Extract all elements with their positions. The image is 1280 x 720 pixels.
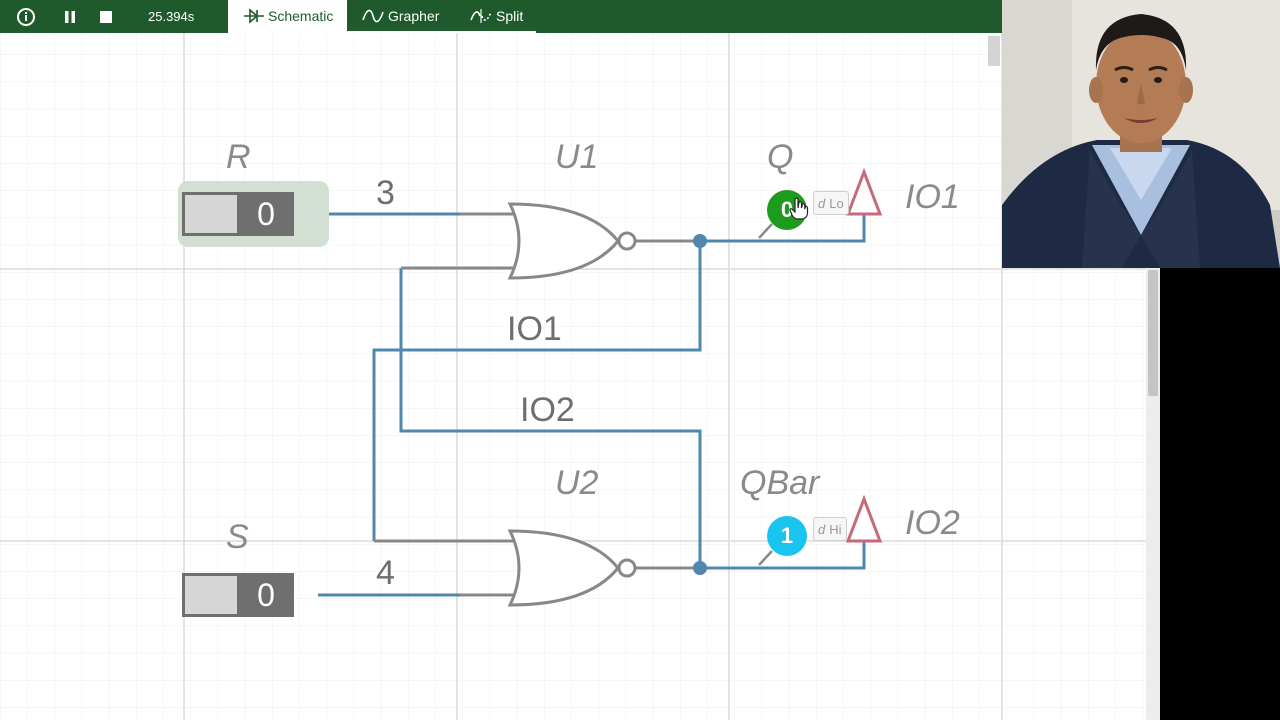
gate-leads: [374, 212, 700, 597]
info-icon: [17, 7, 35, 26]
toolbar: 25.394s Schematic Grapher Split: [0, 0, 1002, 33]
switch-knob[interactable]: [185, 195, 237, 233]
info-button[interactable]: [10, 0, 42, 33]
output-io1-icon[interactable]: [845, 167, 883, 216]
wire-io1-feedback: [372, 241, 702, 541]
tab-label: Split: [496, 7, 524, 24]
switch-knob[interactable]: [185, 576, 237, 614]
switch-r-value: 0: [257, 196, 275, 232]
nor-gate-u1[interactable]: [507, 202, 637, 280]
switch-s[interactable]: 0: [182, 573, 294, 617]
probe-q-tag-icon: d: [818, 195, 826, 211]
black-margin: [1160, 268, 1280, 720]
diode-icon: [244, 7, 264, 24]
schematic-canvas[interactable]: [0, 33, 1160, 720]
sim-timer: 25.394s: [148, 9, 195, 24]
net-label-r: 3: [376, 174, 395, 212]
switch-r-label: R: [226, 138, 251, 176]
wire-q-output: [700, 215, 866, 243]
junction-dot-qbar: [693, 561, 707, 575]
gate-u2-label: U2: [555, 464, 599, 502]
net-label-s: 4: [376, 554, 395, 592]
wire-label-io1: IO1: [507, 310, 562, 348]
scrollbar-top-nub[interactable]: [988, 36, 1000, 66]
switch-r[interactable]: 0: [182, 192, 294, 236]
output-io1-label: IO1: [905, 178, 960, 216]
probe-q-label: Q: [767, 138, 794, 176]
tab-underline: [228, 31, 536, 33]
probe-qbar-tag-text: Hi: [829, 521, 842, 537]
probe-q-tag-text: Lo: [829, 195, 844, 211]
nor-gate-u2[interactable]: [507, 529, 637, 607]
split-wave-icon: [470, 8, 492, 23]
gate-u1-label: U1: [555, 138, 599, 176]
probe-qbar-tag-icon: d: [818, 521, 826, 537]
pause-icon: [65, 10, 75, 23]
tab-grapher[interactable]: Grapher: [362, 0, 462, 31]
probe-q-state-tag: d Lo: [813, 191, 849, 215]
wires: [318, 212, 866, 597]
pause-button[interactable]: [56, 0, 84, 33]
presenter-video: [1002, 0, 1280, 268]
probe-stem-q: [758, 223, 773, 239]
probe-qbar-value: 1: [780, 523, 794, 548]
sine-wave-icon: [362, 9, 384, 22]
stop-button[interactable]: [92, 0, 120, 33]
probe-q-value: 0: [780, 197, 794, 222]
wire-label-io2: IO2: [520, 391, 575, 429]
webcam-overlay: [1002, 0, 1280, 268]
tab-label: Schematic: [268, 7, 334, 24]
output-io2-icon[interactable]: [845, 494, 883, 543]
junction-dot-q: [693, 234, 707, 248]
output-io2-label: IO2: [905, 504, 960, 542]
hand-cursor-icon: [789, 197, 809, 220]
probe-stem-qbar: [758, 550, 773, 566]
switch-s-label: S: [226, 518, 249, 556]
probe-qbar[interactable]: 1: [767, 516, 807, 556]
tab-schematic[interactable]: Schematic: [228, 0, 347, 31]
stop-icon: [100, 10, 112, 23]
probe-qbar-label: QBar: [740, 464, 820, 502]
probe-qbar-state-tag: d Hi: [813, 517, 847, 541]
switch-s-value: 0: [257, 577, 275, 613]
tab-label: Grapher: [388, 7, 440, 24]
tab-split[interactable]: Split: [470, 0, 536, 31]
scrollbar-thumb[interactable]: [1148, 270, 1158, 396]
wire-qbar-output: [700, 542, 866, 570]
